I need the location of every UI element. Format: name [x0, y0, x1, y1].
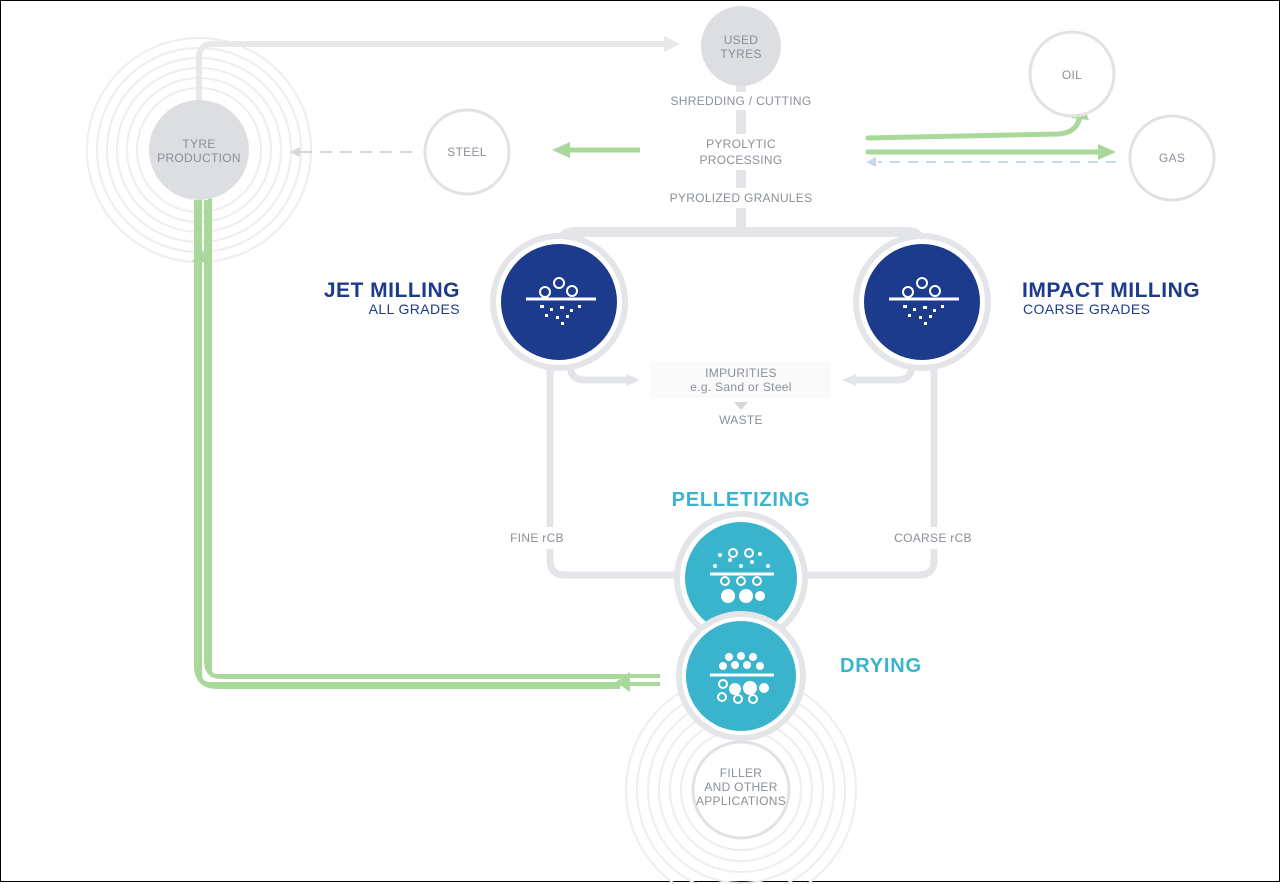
impact-milling-subtitle: COARSE GRADES — [1023, 301, 1151, 317]
waste-arrow — [734, 402, 748, 410]
pyrolytic-band — [640, 134, 842, 170]
green-up-arrow — [192, 248, 210, 262]
fine-band — [462, 527, 612, 549]
arrow-to-impurities-left — [626, 374, 640, 386]
coarse-band — [848, 527, 1018, 549]
waste-label: WASTE — [719, 413, 763, 427]
filler-label: FILLER AND OTHER APPLICATIONS — [695, 766, 787, 808]
used-tyres-node — [701, 6, 781, 86]
node-circles — [149, 6, 781, 200]
impurities-band — [651, 362, 831, 398]
impact-milling-icon — [853, 233, 991, 371]
gas-node — [1128, 114, 1216, 202]
shredding-band — [640, 92, 842, 110]
filler-node — [691, 740, 791, 840]
oil-node — [1028, 30, 1116, 118]
shredding-label: SHREDDING / CUTTING — [670, 94, 812, 108]
green-arrow-head-gas — [1098, 144, 1116, 160]
used-tyres-label: USED TYRES — [720, 33, 762, 61]
jet-milling-subtitle: ALL GRADES — [368, 301, 460, 317]
gas-label: GAS — [1158, 151, 1186, 165]
tyre-production-node — [149, 100, 249, 200]
return-to-used-tyres — [196, 41, 675, 108]
green-arrow-head-steel — [552, 142, 570, 158]
granules-label: PYROLIZED GRANULES — [669, 191, 813, 205]
jet-milling-icon — [490, 233, 628, 371]
arrow-to-impurities-right — [842, 374, 856, 386]
steel-label: STEEL — [447, 145, 487, 159]
fine-rcb-label: FINE rCB — [510, 531, 564, 545]
green-return-loop-outer — [194, 200, 620, 689]
coarse-rcb-label: COARSE rCB — [894, 531, 972, 545]
impact-milling-title: IMPACT MILLING — [1022, 279, 1201, 302]
drying-icon — [676, 611, 806, 741]
pelletizing-title: PELLETIZING — [671, 489, 811, 511]
impurities-label: IMPURITIES e.g. Sand or Steel — [690, 366, 792, 394]
pyrolytic-label: PYROLYTIC PROCESSING — [699, 137, 783, 167]
jet-milling-title: JET MILLING — [323, 279, 460, 302]
steel-node — [423, 108, 511, 196]
tyre-production-label: TYRE PRODUCTION — [157, 137, 241, 165]
granules-band — [640, 188, 842, 208]
green-left-arrow-drying — [616, 672, 630, 692]
drying-title: DRYING — [840, 655, 922, 677]
oil-label: OIL — [1061, 68, 1083, 82]
